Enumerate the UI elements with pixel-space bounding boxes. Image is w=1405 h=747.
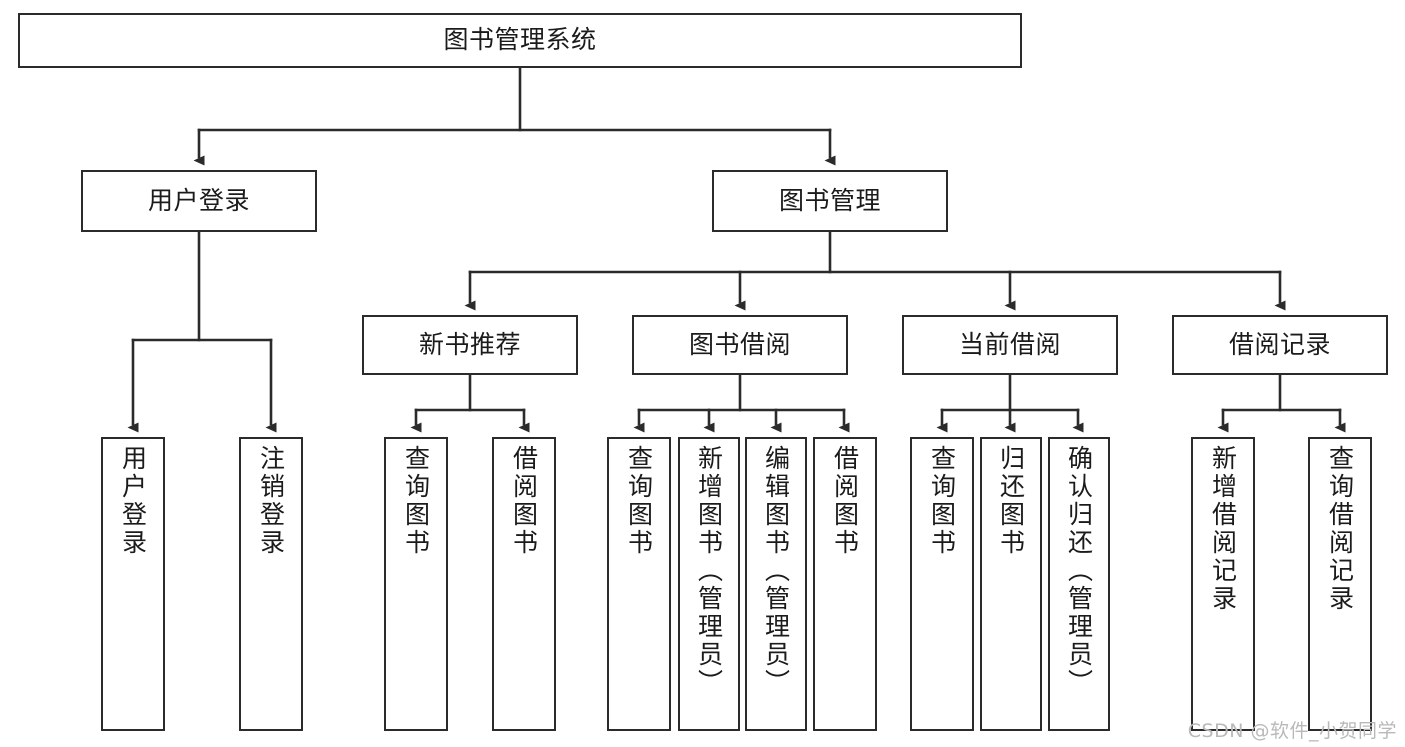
node-user-login-label: 用户登录 [147,185,250,215]
leaf-recommend-borrow-book-label: 借阅图书 [509,445,539,557]
leaf-current-query-book-label: 查询图书 [927,445,957,557]
leaf-user-login-signin-label: 用户登录 [118,445,148,557]
leaf-recommend-query-book-label: 查询图书 [401,445,431,557]
leaf-borrow-add-book[interactable]: 新增图书（管理员） [678,437,740,731]
leaf-borrow-add-book-label: 新增图书（管理员） [694,445,724,697]
leaf-record-query-record-label: 查询借阅记录 [1325,445,1355,613]
node-current-borrow[interactable]: 当前借阅 [902,315,1118,375]
leaf-current-confirm-return-label: 确认归还（管理员） [1064,445,1094,697]
leaf-current-confirm-return[interactable]: 确认归还（管理员） [1048,437,1110,731]
leaf-borrow-borrow-book-label: 借阅图书 [830,445,860,557]
node-new-book-recommend-label: 新书推荐 [418,329,521,359]
leaf-borrow-edit-book-label: 编辑图书（管理员） [761,445,791,697]
node-user-login[interactable]: 用户登录 [81,170,317,232]
node-book-borrow[interactable]: 图书借阅 [632,315,848,375]
csdn-watermark: CSDN @软件_小贺同学 [1187,720,1397,742]
node-root-label: 图书管理系统 [443,25,597,55]
leaf-borrow-borrow-book[interactable]: 借阅图书 [813,437,877,731]
leaf-recommend-borrow-book[interactable]: 借阅图书 [492,437,556,731]
leaf-user-login-signout-label: 注销登录 [256,445,286,557]
leaf-user-login-signin[interactable]: 用户登录 [101,437,165,731]
node-borrow-record-label: 借阅记录 [1228,329,1331,359]
node-book-management-label: 图书管理 [778,185,881,215]
leaf-record-query-record[interactable]: 查询借阅记录 [1308,437,1372,731]
node-borrow-record[interactable]: 借阅记录 [1172,315,1388,375]
node-book-management[interactable]: 图书管理 [712,170,948,232]
node-root[interactable]: 图书管理系统 [18,13,1022,68]
leaf-borrow-query-book-label: 查询图书 [624,445,654,557]
leaf-current-return-book[interactable]: 归还图书 [980,437,1042,731]
leaf-borrow-query-book[interactable]: 查询图书 [607,437,671,731]
leaf-current-query-book[interactable]: 查询图书 [910,437,974,731]
leaf-recommend-query-book[interactable]: 查询图书 [384,437,448,731]
leaf-borrow-edit-book[interactable]: 编辑图书（管理员） [745,437,807,731]
leaf-user-login-signout[interactable]: 注销登录 [239,437,303,731]
node-current-borrow-label: 当前借阅 [958,329,1061,359]
leaf-record-add-record[interactable]: 新增借阅记录 [1191,437,1255,731]
leaf-current-return-book-label: 归还图书 [996,445,1026,557]
node-book-borrow-label: 图书借阅 [688,329,791,359]
leaf-record-add-record-label: 新增借阅记录 [1208,445,1238,613]
node-new-book-recommend[interactable]: 新书推荐 [362,315,578,375]
